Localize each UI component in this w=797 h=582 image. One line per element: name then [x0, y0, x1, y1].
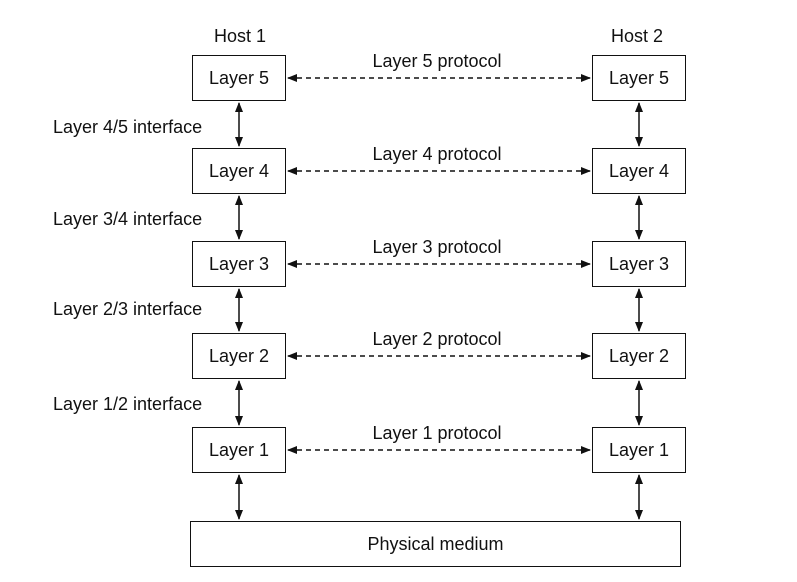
host-2-layer-2-box: Layer 2	[592, 333, 686, 379]
layer-5-protocol-label: Layer 5 protocol	[372, 51, 502, 71]
host-1-layer-5-box: Layer 5	[192, 55, 286, 101]
host-1-layer-2-box: Layer 2	[192, 333, 286, 379]
layer-4-protocol-label: Layer 4 protocol	[372, 144, 502, 164]
layer-4-5-interface-label: Layer 4/5 interface	[53, 117, 203, 137]
host-2-layer-1-box: Layer 1	[592, 427, 686, 473]
host-2-layer-3-box: Layer 3	[592, 241, 686, 287]
host-1-title: Host 1	[213, 26, 267, 46]
host-1-layer-3-box: Layer 3	[192, 241, 286, 287]
layer-2-protocol-label: Layer 2 protocol	[372, 329, 502, 349]
layer-3-4-interface-label: Layer 3/4 interface	[53, 209, 203, 229]
host-2-title: Host 2	[610, 26, 664, 46]
host-1-layer-1-box: Layer 1	[192, 427, 286, 473]
host-2-layer-4-box: Layer 4	[592, 148, 686, 194]
host-1-layer-4-box: Layer 4	[192, 148, 286, 194]
physical-medium-box: Physical medium	[190, 521, 681, 567]
layer-2-3-interface-label: Layer 2/3 interface	[53, 299, 203, 319]
layer-1-2-interface-label: Layer 1/2 interface	[53, 394, 203, 414]
layer-3-protocol-label: Layer 3 protocol	[372, 237, 502, 257]
host-2-layer-5-box: Layer 5	[592, 55, 686, 101]
layer-1-protocol-label: Layer 1 protocol	[372, 423, 502, 443]
